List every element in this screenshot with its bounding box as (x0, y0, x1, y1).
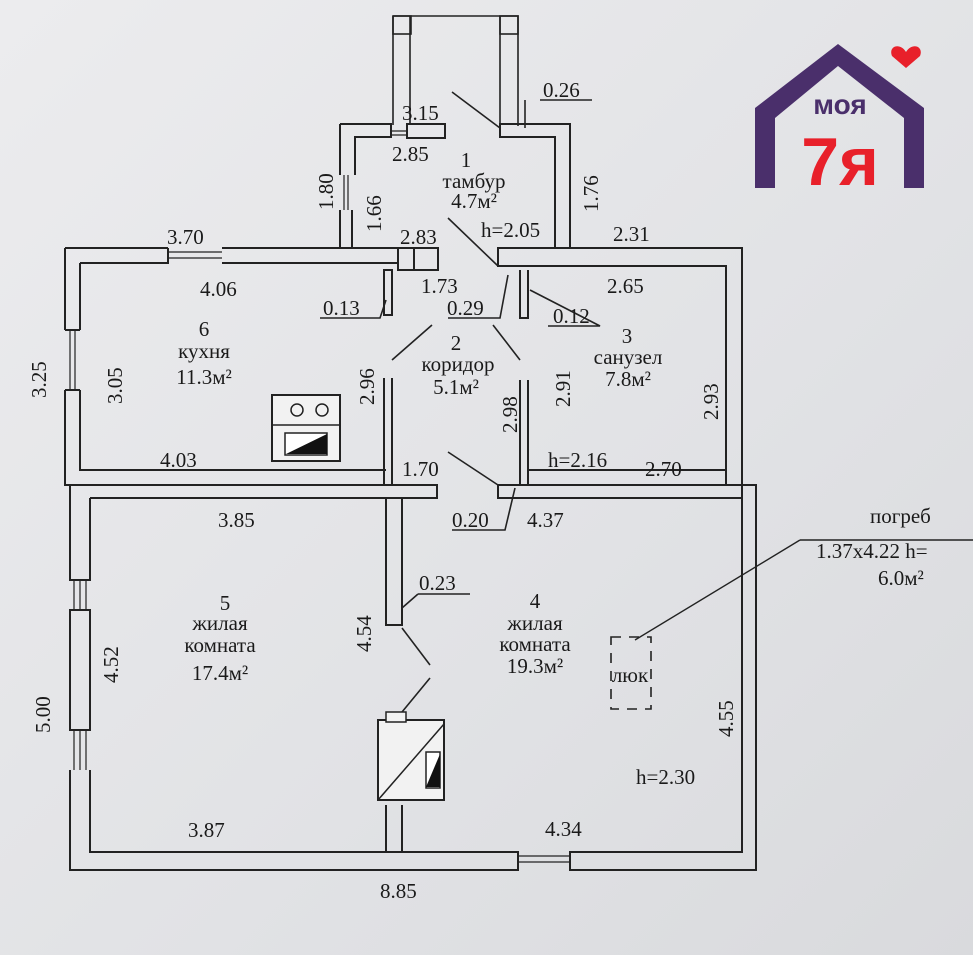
dim-4-54: 4.54 (352, 615, 376, 652)
dim-2-91: 2.91 (551, 370, 575, 407)
room-2-number: 2 (451, 331, 462, 355)
room-5-area: 17.4м² (192, 661, 248, 685)
doors (391, 91, 521, 713)
room-4-name-2: комната (499, 632, 571, 656)
dim-1-73: 1.73 (421, 274, 458, 298)
dim-2-70: 2.70 (645, 457, 682, 481)
dim-1-70: 1.70 (402, 457, 439, 481)
dim-0-29: 0.29 (447, 296, 484, 320)
dim-3-87: 3.87 (188, 818, 225, 842)
dimensions-horizontal: 0.26 3.15 2.85 3.70 2.83 2.31 4.06 1.73 … (160, 78, 682, 903)
room-6-area: 11.3м² (176, 365, 232, 389)
dim-2-98: 2.98 (498, 396, 522, 433)
dim-8-85: 8.85 (380, 879, 417, 903)
cellar-area: 6.0м² (878, 566, 924, 590)
dim-0-20: 0.20 (452, 508, 489, 532)
cellar-title: погреб (870, 504, 931, 528)
room-1-number: 1 (461, 148, 472, 172)
room-3-number: 3 (622, 324, 633, 348)
dim-1-80: 1.80 (314, 173, 338, 210)
windows (69, 130, 570, 863)
dim-2-65: 2.65 (607, 274, 644, 298)
room-6-number: 6 (199, 317, 210, 341)
room-5-name-1: жилая (191, 611, 248, 635)
cellar-labels: погреб 1.37x4.22 h= 6.0м² люк (612, 504, 931, 687)
logo-text-top: моя (813, 89, 866, 120)
room-1-height: h=2.05 (481, 218, 540, 242)
room-3-height: h=2.16 (548, 448, 607, 472)
dim-2-93: 2.93 (699, 383, 723, 420)
dim-4-55: 4.55 (714, 700, 738, 737)
room-3-area: 7.8м² (605, 367, 651, 391)
furnace (377, 711, 445, 801)
dim-1-66: 1.66 (362, 195, 386, 232)
dim-5-00: 5.00 (31, 696, 55, 733)
dim-4-03: 4.03 (160, 448, 197, 472)
dim-3-85: 3.85 (218, 508, 255, 532)
room-1-name: тамбур (443, 169, 506, 193)
room-5-name-2: комната (184, 633, 256, 657)
room-3-name: санузел (594, 345, 663, 369)
logo-heart-icon (891, 46, 921, 68)
leader-lines (320, 99, 601, 609)
dim-3-25: 3.25 (27, 361, 51, 398)
dim-2-83: 2.83 (400, 225, 437, 249)
room-4-height: h=2.30 (636, 765, 695, 789)
dim-0-13: 0.13 (323, 296, 360, 320)
logo: моя 7я (755, 44, 924, 200)
room-labels: 1 тамбур 4.7м² h=2.05 2 коридор 5.1м² 3 … (176, 148, 695, 789)
logo-roof (755, 44, 924, 188)
room-2-area: 5.1м² (433, 375, 479, 399)
cellar-hatch-label: люк (612, 663, 649, 687)
logo-text-main: 7я (801, 124, 879, 200)
dim-3-70: 3.70 (167, 225, 204, 249)
room-4-area: 19.3м² (507, 654, 563, 678)
room-5-number: 5 (220, 591, 231, 615)
room-6-name: кухня (178, 339, 230, 363)
dim-2-31: 2.31 (613, 222, 650, 246)
room-1-area: 4.7м² (451, 189, 497, 213)
room-4-number: 4 (530, 589, 541, 613)
kitchen-stove (271, 394, 341, 462)
dim-4-37: 4.37 (527, 508, 564, 532)
dim-1-76: 1.76 (579, 175, 603, 212)
dim-3-15: 3.15 (402, 101, 439, 125)
walls (64, 15, 757, 871)
dim-4-52: 4.52 (99, 646, 123, 683)
dim-2-96: 2.96 (355, 368, 379, 405)
dim-3-05: 3.05 (103, 367, 127, 404)
dim-0-26: 0.26 (543, 78, 580, 102)
dim-2-85: 2.85 (392, 142, 429, 166)
room-2-name: коридор (421, 352, 494, 376)
dim-4-34: 4.34 (545, 817, 582, 841)
dimensions-vertical: 1.80 1.66 1.76 3.25 3.05 2.96 2.98 2.91 … (27, 173, 738, 737)
cellar-hatch (610, 539, 973, 710)
cellar-dims: 1.37x4.22 h= (816, 539, 928, 563)
dim-0-12: 0.12 (553, 304, 590, 328)
room-4-name-1: жилая (506, 611, 563, 635)
dim-4-06: 4.06 (200, 277, 237, 301)
dim-0-23: 0.23 (419, 571, 456, 595)
